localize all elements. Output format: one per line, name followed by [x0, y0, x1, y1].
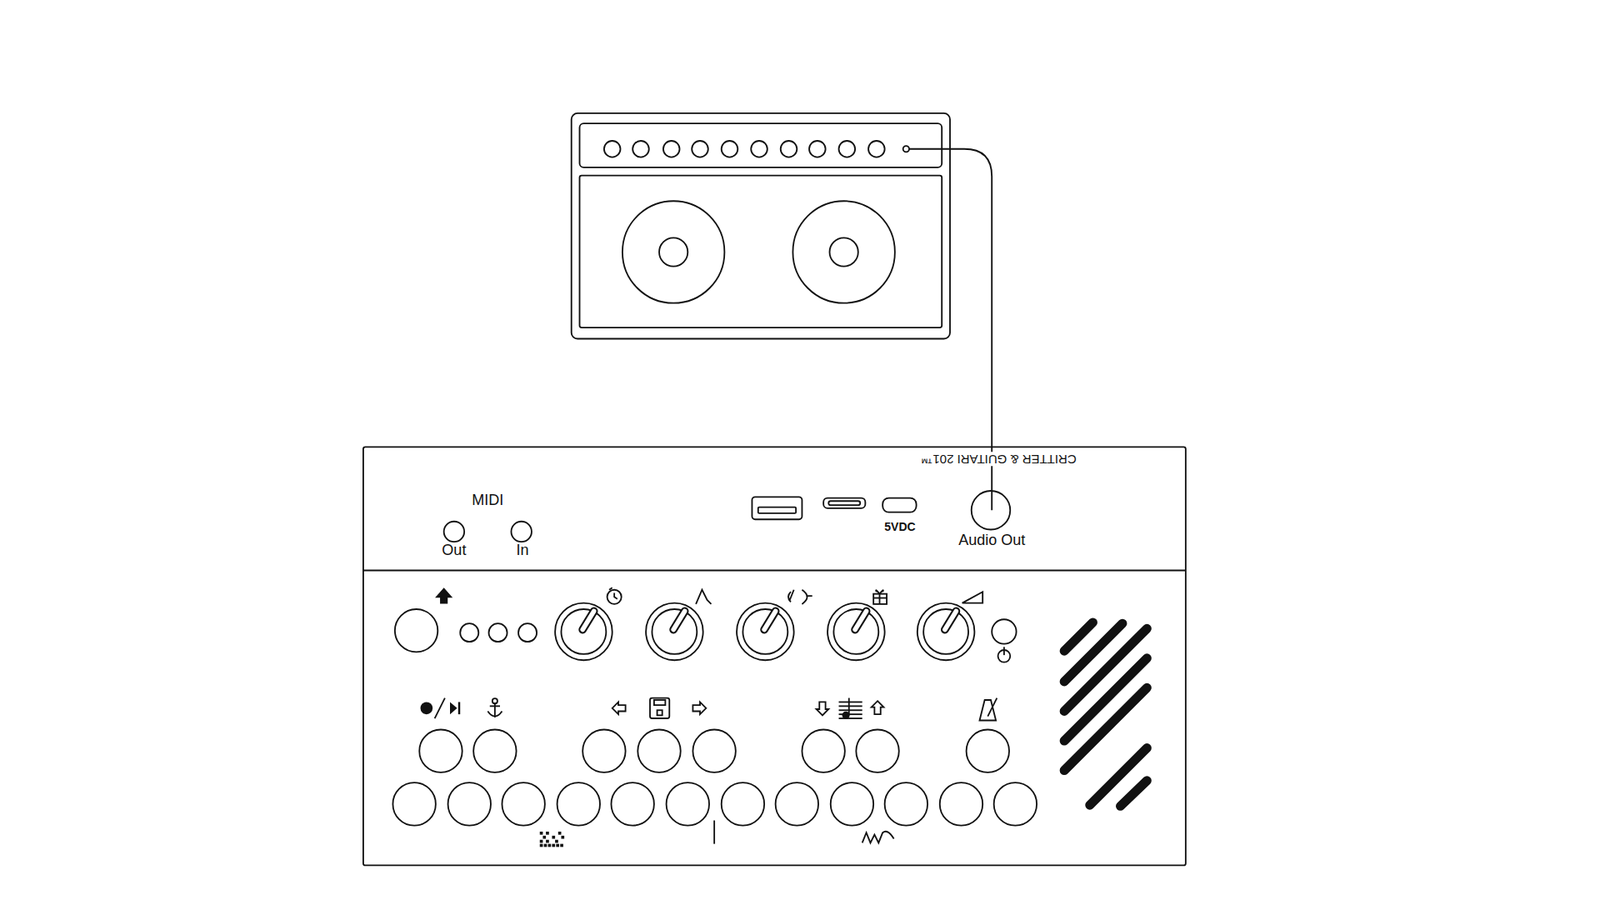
knob — [555, 603, 613, 661]
port-label: Out — [440, 542, 468, 560]
button — [448, 782, 491, 825]
amplifier — [571, 113, 950, 340]
port-label: Audio Out — [956, 532, 1027, 550]
button — [966, 730, 1010, 773]
knob — [827, 603, 885, 661]
button — [392, 782, 435, 825]
speaker-grill — [1064, 622, 1147, 806]
port-label: In — [514, 542, 530, 560]
button — [830, 782, 874, 825]
button — [501, 782, 545, 825]
port-label: MIDI — [470, 492, 505, 510]
port-label: 5VDC — [882, 520, 917, 534]
button — [940, 782, 983, 825]
button — [692, 730, 735, 773]
icons — [420, 587, 1010, 847]
knob — [736, 603, 795, 661]
button — [419, 730, 462, 773]
buttons — [392, 730, 1037, 826]
button — [721, 782, 765, 825]
button — [637, 730, 680, 773]
knobs — [555, 603, 975, 661]
back-panel: CRITTER & GUITARI 201™ MIDI Out In 5VDC Audio… — [363, 446, 1186, 570]
button — [855, 730, 899, 773]
button — [994, 782, 1037, 825]
knob — [917, 603, 975, 661]
button — [557, 782, 600, 825]
button — [801, 730, 845, 773]
button — [885, 782, 928, 825]
button — [582, 730, 625, 773]
button — [775, 782, 819, 825]
button — [666, 782, 710, 825]
knob — [645, 603, 704, 661]
button — [610, 782, 654, 825]
brand-label: CRITTER & GUITARI 201™ — [918, 452, 1078, 467]
button — [473, 730, 516, 773]
device-housing — [363, 446, 1186, 865]
